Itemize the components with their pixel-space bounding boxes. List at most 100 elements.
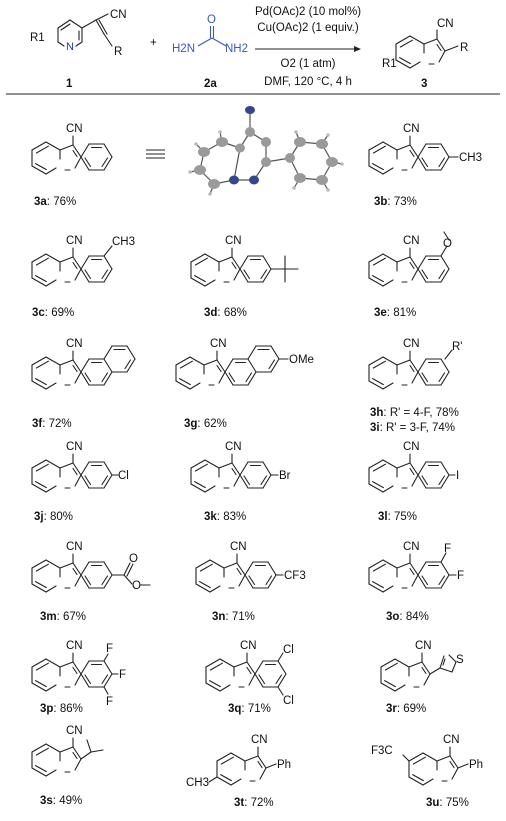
structure-3n: CN CF3	[195, 541, 306, 593]
caption-3c: 3c: 69%	[32, 307, 74, 319]
urea-nh2: NH2	[225, 43, 248, 55]
product-r-bond	[444, 45, 459, 52]
structure-3p: F F F CN	[31, 640, 126, 708]
condition-oxidant: Cu(OAc)2 (1 equiv.)	[257, 22, 359, 34]
caption-3t: 3t: 72%	[234, 797, 274, 809]
reactant-1	[57, 13, 113, 47]
caption-3n: 3n: 71%	[212, 611, 255, 623]
structure-3r: S CN	[380, 640, 464, 692]
svg-text:CN: CN	[415, 640, 432, 652]
caption-3r: 3r: 69%	[386, 703, 426, 715]
svg-text:O: O	[443, 238, 452, 250]
svg-text:CH3: CH3	[186, 777, 209, 789]
caption-3u: 3u: 75%	[426, 797, 469, 809]
svg-text:CN: CN	[66, 441, 83, 453]
structure-3g: CN OMe	[175, 338, 314, 390]
svg-text:CN: CN	[66, 640, 83, 652]
svg-text:O: O	[132, 580, 141, 592]
caption-3p: 3p: 86%	[40, 703, 83, 715]
structure-3d: CN	[190, 235, 299, 287]
svg-text:Cl: Cl	[283, 695, 294, 707]
svg-text:Ph: Ph	[469, 759, 483, 771]
svg-text:OMe: OMe	[289, 354, 314, 366]
caption-3k: 3k: 83%	[204, 511, 246, 523]
caption-3f: 3f: 72%	[32, 418, 72, 430]
structure-3h-3i: CN R'	[368, 338, 463, 390]
condition-solvent-temp: DMF, 120 °C, 4 h	[264, 76, 352, 88]
svg-text:Cl: Cl	[118, 470, 129, 482]
svg-text:Ph: Ph	[277, 759, 291, 771]
svg-text:CN: CN	[403, 541, 420, 553]
reactant-2a-label: 2a	[204, 78, 217, 90]
svg-text:CN: CN	[66, 338, 83, 350]
svg-text:CN: CN	[443, 734, 460, 746]
caption-3q: 3q: 71%	[228, 703, 271, 715]
svg-text:F: F	[106, 643, 113, 655]
svg-text:CN: CN	[251, 734, 268, 746]
svg-text:Cl: Cl	[283, 644, 294, 656]
structure-3t: CH3 Ph CN	[186, 734, 291, 789]
condition-catalyst: Pd(OAc)2 (10 mol%)	[255, 6, 361, 18]
svg-text:CF3: CF3	[284, 570, 306, 582]
reactant-r: R	[114, 46, 122, 58]
condition-atmosphere: O2 (1 atm)	[281, 58, 336, 70]
svg-text:CN: CN	[403, 441, 420, 453]
svg-text:F: F	[444, 543, 451, 555]
ortep-atoms	[188, 106, 344, 196]
caption-3g: 3g: 62%	[184, 418, 227, 430]
svg-text:CN: CN	[225, 235, 242, 247]
structure-3o: F F CN	[368, 541, 464, 593]
urea-o: O	[207, 14, 216, 26]
svg-text:CN: CN	[66, 725, 83, 737]
svg-text:CN: CN	[230, 541, 247, 553]
svg-text:I: I	[456, 470, 459, 482]
caption-3i: 3i: R' = 3-F, 74%	[370, 422, 455, 434]
reactant-1-label: 1	[66, 78, 73, 90]
svg-text:F: F	[119, 669, 126, 681]
product-cn: CN	[437, 18, 454, 30]
structure-3l: CN I	[368, 441, 459, 493]
svg-text:Br: Br	[279, 470, 291, 482]
svg-text:CN: CN	[66, 541, 83, 553]
svg-text:R': R'	[452, 341, 463, 353]
caption-3a: 3a: 76%	[34, 196, 76, 208]
reactant-cn: CN	[110, 9, 127, 21]
svg-text:CN: CN	[210, 338, 227, 350]
svg-text:F: F	[106, 696, 113, 708]
product-3-core	[395, 29, 446, 69]
caption-3b: 3b: 73%	[374, 196, 417, 208]
caption-3m: 3m: 67%	[40, 611, 86, 623]
caption-3s: 3s: 49%	[40, 795, 82, 807]
urea-h2n: H2N	[172, 43, 195, 55]
caption-3o: 3o: 84%	[386, 611, 429, 623]
svg-text:S: S	[456, 654, 464, 666]
product-r: R	[460, 42, 468, 54]
product-r1: R1	[382, 58, 397, 70]
caption-3j: 3j: 80%	[34, 511, 73, 523]
structure-3a: CN	[31, 123, 113, 175]
plus-sign: +	[150, 37, 157, 49]
structure-3u: F3C Ph CN	[371, 734, 483, 786]
svg-text:O: O	[129, 553, 138, 565]
structure-3k: CN Br	[190, 441, 291, 493]
structure-3e: O CN	[368, 231, 452, 287]
svg-text:CH3: CH3	[112, 236, 135, 248]
structure-3j: CN Cl	[31, 441, 129, 493]
svg-text:CN: CN	[403, 123, 420, 135]
product-3-label: 3	[421, 78, 427, 90]
urea-2a	[197, 26, 227, 47]
structure-3f: CN	[31, 338, 136, 390]
svg-text:CN: CN	[66, 235, 83, 247]
svg-text:F: F	[457, 570, 464, 582]
r1-label: R1	[30, 32, 45, 44]
structure-3b: CN CH3	[368, 123, 482, 175]
svg-text:CN: CN	[66, 123, 83, 135]
svg-text:CN: CN	[240, 640, 257, 652]
svg-text:CH3: CH3	[459, 152, 482, 164]
structure-3s: CN	[31, 725, 104, 777]
caption-3e: 3e: 81%	[374, 307, 416, 319]
svg-text:F3C: F3C	[371, 745, 393, 757]
pyridine-n: N	[66, 41, 74, 53]
svg-text:CN: CN	[403, 338, 420, 350]
